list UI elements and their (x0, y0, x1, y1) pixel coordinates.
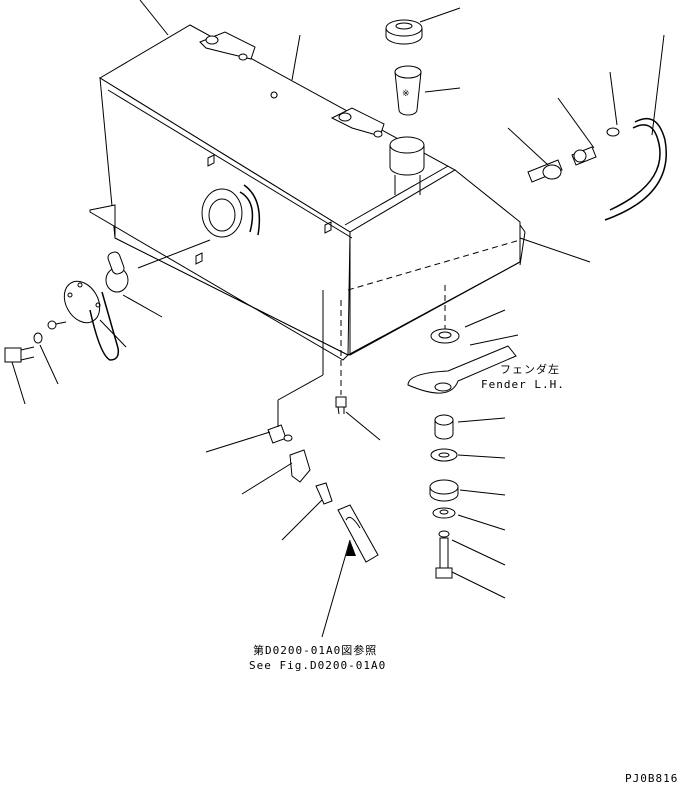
tank-bracket-right (330, 107, 385, 138)
drawing-code: PJ0B816 (625, 772, 679, 785)
gauge-plate (63, 251, 129, 361)
mounting-stack (407, 285, 519, 579)
tank-bracket-left (199, 31, 256, 61)
gauge-port (201, 184, 261, 238)
fender-label-jp: フェンダ左 (500, 363, 560, 376)
breather-hose (604, 117, 667, 221)
strainer: ※ (394, 65, 422, 116)
reference-label-jp: 第D0200-01A0図参照 (253, 644, 378, 657)
fender-label-en: Fender L.H. (481, 378, 565, 391)
gauge-bolt (4, 320, 67, 363)
reference-label-en: See Fig.D0200-01A0 (249, 659, 387, 672)
fuel-tank (89, 24, 526, 361)
svg-text:※: ※ (402, 89, 410, 99)
drain-plug (335, 300, 347, 415)
filler-cap (385, 19, 423, 45)
filler-neck (389, 136, 425, 195)
breather-fitting (527, 127, 620, 183)
drain-valve (267, 290, 379, 563)
leader-lines (11, 0, 665, 638)
